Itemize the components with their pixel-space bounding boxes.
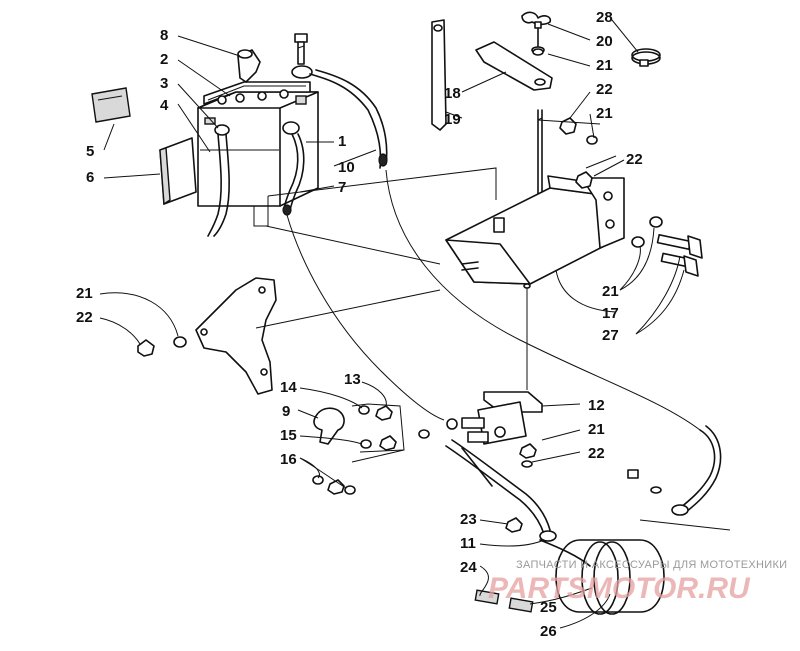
watermark-tagline: ЗАПЧАСТИ И АКСЕССУАРЫ ДЛЯ МОТОТЕХНИКИ: [516, 559, 787, 571]
negative-cable: [291, 65, 701, 431]
callout-4: 4: [160, 97, 169, 114]
callout-3: 3: [160, 75, 168, 92]
callout-7: 7: [338, 179, 346, 196]
callout-16: 16: [280, 451, 297, 468]
callout-22-solenoid: 22: [588, 445, 605, 462]
callout-21-top: 21: [596, 57, 613, 74]
starter-solenoid: [446, 391, 543, 468]
callout-26: 26: [540, 623, 557, 640]
nut-23: [505, 517, 523, 533]
battery-tray: [445, 175, 625, 390]
terminal-cover: [237, 49, 261, 83]
callout-20: 20: [596, 33, 613, 50]
callout-23: 23: [460, 511, 477, 528]
callout-14: 14: [280, 379, 297, 396]
callout-6: 6: [86, 169, 94, 186]
callout-27: 27: [602, 327, 619, 344]
callout-19: 19: [444, 111, 461, 128]
callout-2: 2: [160, 51, 168, 68]
assembly-reference-lines: [255, 119, 731, 531]
callout-labels: 8 2 3 4 5 6 1 10 7 18 19 28 20 21 22 21 …: [76, 9, 643, 640]
callout-5: 5: [86, 143, 94, 160]
starter-cable: [445, 439, 557, 542]
positive-cable: [282, 121, 445, 421]
callout-22-tray: 22: [626, 151, 643, 168]
hold-down-bracket: [475, 41, 553, 91]
callout-21-upper: 21: [596, 105, 613, 122]
callout-1: 1: [338, 133, 346, 150]
callout-21-solenoid: 21: [588, 421, 605, 438]
callout-13: 13: [344, 371, 361, 388]
callout-8: 8: [160, 27, 168, 44]
starter-motor: [474, 539, 665, 615]
callout-17: 17: [602, 305, 619, 322]
battery-pad: [159, 137, 197, 206]
callout-21-bracket: 21: [76, 285, 93, 302]
mounting-bracket: [137, 277, 277, 395]
terminal-boot: [313, 407, 345, 445]
callout-24: 24: [460, 559, 477, 576]
ground-cable: [627, 425, 722, 516]
tray-bolts: [656, 233, 703, 277]
callout-18: 18: [444, 85, 461, 102]
battery: [197, 81, 319, 207]
callout-9: 9: [282, 403, 290, 420]
watermark: ЗАПЧАСТИ И АКСЕССУАРЫ ДЛЯ МОТОТЕХНИКИ PA…: [488, 559, 787, 605]
hose-clamp: [631, 48, 661, 67]
callout-22-bracket: 22: [76, 309, 93, 326]
callout-21-tray: 21: [602, 283, 619, 300]
label-plate: [91, 87, 131, 123]
callout-11: 11: [460, 535, 476, 552]
vent-tube: [207, 124, 230, 237]
callout-22-top: 22: [596, 81, 613, 98]
battery-strap: [431, 19, 447, 131]
callout-10: 10: [338, 159, 355, 176]
callout-12: 12: [588, 397, 605, 414]
leader-lines: [99, 19, 685, 629]
watermark-logo: PARTSMOTOR.RU: [488, 572, 751, 605]
callout-28: 28: [596, 9, 613, 26]
callout-15: 15: [280, 427, 297, 444]
callout-25: 25: [540, 599, 557, 616]
